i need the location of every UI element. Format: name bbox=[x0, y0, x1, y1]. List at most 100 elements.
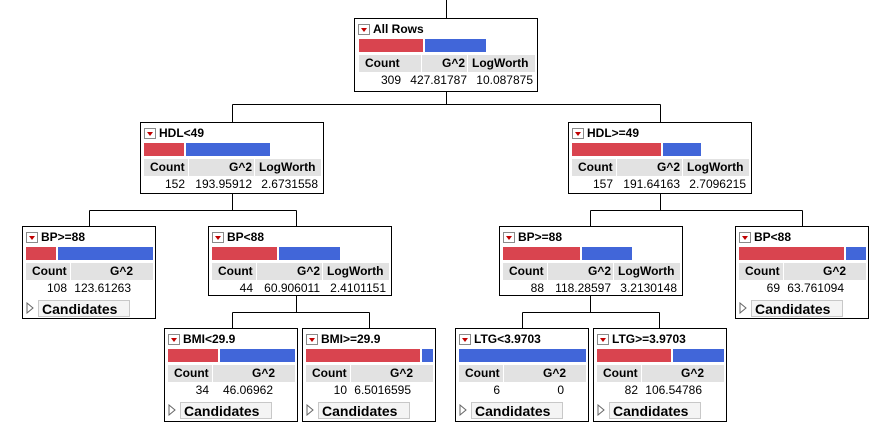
node-label: LTG<3.9703 bbox=[474, 332, 541, 346]
candidates-label: Candidates bbox=[180, 401, 272, 419]
red-triangle-menu-icon[interactable] bbox=[144, 127, 156, 139]
g2-header: G^2 bbox=[548, 263, 613, 280]
red-bar bbox=[359, 39, 423, 52]
disclosure-triangle-icon[interactable] bbox=[597, 403, 607, 417]
candidates-outline[interactable]: Candidates bbox=[306, 401, 410, 419]
candidates-label: Candidates bbox=[609, 401, 701, 419]
blue-bar bbox=[582, 247, 632, 260]
count-value: 152 bbox=[164, 177, 185, 191]
red-triangle-menu-icon[interactable] bbox=[503, 231, 515, 243]
red-triangle-menu-icon[interactable] bbox=[358, 23, 370, 35]
candidates-outline[interactable]: Candidates bbox=[597, 401, 701, 419]
node-label: HDL>=49 bbox=[587, 126, 640, 140]
g2-header: G^2 bbox=[189, 159, 254, 176]
blue-bar bbox=[459, 349, 586, 362]
count-value: 6 bbox=[493, 383, 500, 397]
candidates-label: Candidates bbox=[471, 401, 563, 419]
red-triangle-menu-icon[interactable] bbox=[739, 231, 751, 243]
node-label: BP>=88 bbox=[41, 230, 86, 244]
tree-node-bp-ge-88-right[interactable]: BP>=88 Count G^2 LogWorth 88 118.28597 3… bbox=[499, 226, 683, 296]
tree-node-bmi-ge-29-9[interactable]: BMI>=29.9 Count G^2 10 6.5016595 Candida… bbox=[302, 328, 436, 422]
candidates-label: Candidates bbox=[751, 299, 843, 317]
g2-value: 60.906011 bbox=[264, 281, 320, 295]
disclosure-triangle-icon[interactable] bbox=[26, 301, 36, 315]
disclosure-triangle-icon[interactable] bbox=[739, 301, 749, 315]
red-triangle-menu-icon[interactable] bbox=[26, 231, 38, 243]
g2-header: G^2 bbox=[784, 263, 866, 280]
red-bar bbox=[168, 349, 218, 362]
g2-header: G^2 bbox=[617, 159, 682, 176]
g2-value: 6.5016595 bbox=[354, 383, 411, 397]
red-triangle-menu-icon[interactable] bbox=[168, 333, 180, 345]
node-label: HDL<49 bbox=[159, 126, 205, 140]
logworth-header: LogWorth bbox=[683, 159, 749, 176]
red-bar bbox=[503, 247, 580, 260]
count-header: Count bbox=[144, 159, 188, 176]
node-label: BMI>=29.9 bbox=[321, 332, 381, 346]
count-header: Count bbox=[503, 263, 547, 280]
tree-node-ltg-lt-3-9703[interactable]: LTG<3.9703 Count G^2 6 0 Candidates bbox=[455, 328, 589, 422]
blue-bar bbox=[422, 349, 433, 362]
tree-node-bp-lt-88-right[interactable]: BP<88 Count G^2 69 63.761094 Candidates bbox=[735, 226, 869, 319]
candidates-outline[interactable]: Candidates bbox=[739, 299, 843, 317]
red-triangle-menu-icon[interactable] bbox=[597, 333, 609, 345]
red-bar bbox=[572, 143, 661, 156]
candidates-outline[interactable]: Candidates bbox=[459, 401, 563, 419]
tree-node-bmi-lt-29-9[interactable]: BMI<29.9 Count G^2 34 46.06962 Candidate… bbox=[164, 328, 298, 422]
red-triangle-menu-icon[interactable] bbox=[212, 231, 224, 243]
blue-bar bbox=[425, 39, 486, 52]
logworth-value: 2.7096215 bbox=[689, 177, 746, 191]
blue-bar bbox=[279, 247, 340, 260]
red-bar bbox=[212, 247, 277, 260]
node-label: All Rows bbox=[373, 22, 424, 36]
disclosure-triangle-icon[interactable] bbox=[459, 403, 469, 417]
count-value: 10 bbox=[333, 383, 347, 397]
red-bar bbox=[26, 247, 56, 260]
red-bar bbox=[144, 143, 184, 156]
candidates-label: Candidates bbox=[318, 401, 410, 419]
candidates-outline[interactable]: Candidates bbox=[168, 401, 272, 419]
node-label: BMI<29.9 bbox=[183, 332, 236, 346]
logworth-header: LogWorth bbox=[255, 159, 321, 176]
node-label: BP>=88 bbox=[518, 230, 563, 244]
candidates-outline[interactable]: Candidates bbox=[26, 299, 130, 317]
blue-bar bbox=[663, 143, 701, 156]
red-triangle-menu-icon[interactable] bbox=[459, 333, 471, 345]
logworth-header: LogWorth bbox=[614, 263, 680, 280]
blue-bar bbox=[186, 143, 270, 156]
count-header: Count bbox=[168, 365, 212, 382]
g2-value: 118.28597 bbox=[555, 281, 611, 295]
candidates-label: Candidates bbox=[38, 299, 130, 317]
blue-bar bbox=[673, 349, 724, 362]
g2-value: 427.81787 bbox=[410, 73, 467, 87]
count-value: 69 bbox=[766, 281, 780, 295]
blue-bar bbox=[220, 349, 295, 362]
logworth-value: 2.6731558 bbox=[261, 177, 318, 191]
tree-node-all-rows[interactable]: All Rows Count G^2 LogWorth 309 427.8178… bbox=[354, 18, 538, 92]
disclosure-triangle-icon[interactable] bbox=[306, 403, 316, 417]
blue-bar bbox=[58, 247, 153, 260]
tree-node-bp-lt-88-left[interactable]: BP<88 Count G^2 LogWorth 44 60.906011 2.… bbox=[208, 226, 392, 296]
count-value: 82 bbox=[624, 383, 638, 397]
count-header: Count bbox=[26, 263, 70, 280]
node-label: BP<88 bbox=[227, 230, 265, 244]
g2-value: 106.54786 bbox=[645, 383, 702, 397]
tree-node-hdl-ge-49[interactable]: HDL>=49 Count G^2 LogWorth 157 191.64163… bbox=[568, 122, 752, 194]
tree-node-hdl-lt-49[interactable]: HDL<49 Count G^2 LogWorth 152 193.95912 … bbox=[140, 122, 324, 194]
red-triangle-menu-icon[interactable] bbox=[572, 127, 584, 139]
count-header: Count bbox=[739, 263, 783, 280]
count-value: 34 bbox=[195, 383, 209, 397]
tree-node-bp-ge-88-left[interactable]: BP>=88 Count G^2 108 123.61263 Candidate… bbox=[22, 226, 156, 319]
red-bar bbox=[597, 349, 671, 362]
tree-node-ltg-ge-3-9703[interactable]: LTG>=3.9703 Count G^2 82 106.54786 Candi… bbox=[593, 328, 727, 422]
g2-header: G^2 bbox=[257, 263, 322, 280]
red-triangle-menu-icon[interactable] bbox=[306, 333, 318, 345]
node-label: BP<88 bbox=[754, 230, 792, 244]
blue-bar bbox=[846, 247, 866, 260]
g2-header: G^2 bbox=[213, 365, 295, 382]
count-value: 88 bbox=[530, 281, 544, 295]
disclosure-triangle-icon[interactable] bbox=[168, 403, 178, 417]
g2-header: G^2 bbox=[351, 365, 433, 382]
count-value: 309 bbox=[380, 73, 401, 87]
count-value: 108 bbox=[46, 281, 67, 295]
